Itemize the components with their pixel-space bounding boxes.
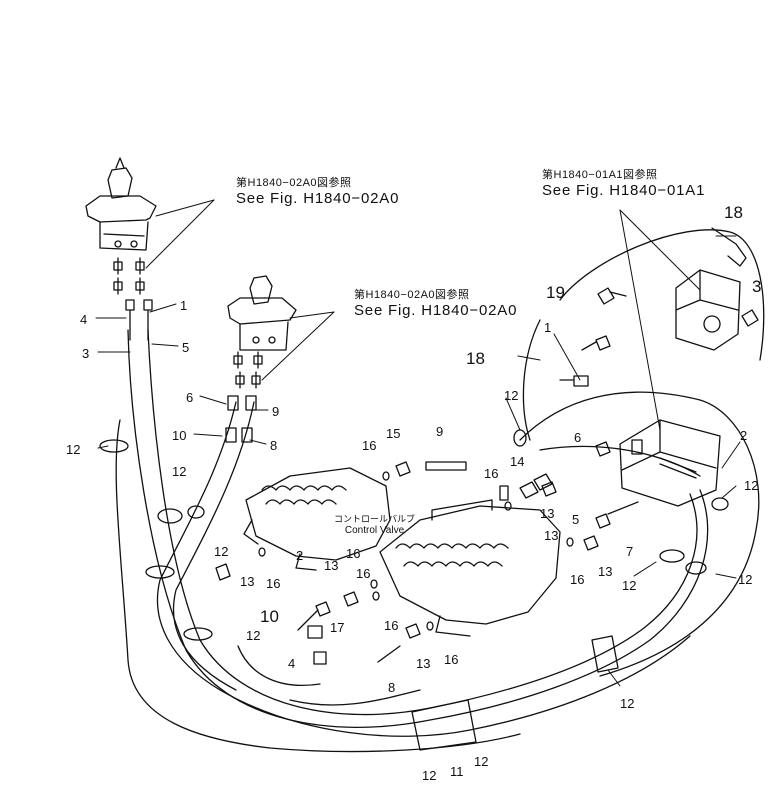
fittings-small — [125, 227, 759, 665]
part-number: 13 — [540, 506, 554, 521]
reference-callout-top-left: 第H1840−02A0図参照 See Fig. H1840−02A0 — [236, 174, 399, 207]
pilot-valve-middle — [227, 275, 297, 351]
part-number: 16 — [362, 438, 376, 453]
fittings-top-left — [113, 257, 145, 295]
part-number: 18 — [466, 349, 485, 368]
valve-block-right — [619, 419, 721, 507]
fittings-middle — [233, 351, 263, 389]
part-number: 3 — [752, 277, 761, 296]
part-number: 2 — [296, 548, 303, 563]
part-number: 4 — [288, 656, 295, 671]
part-number: 17 — [330, 620, 344, 635]
part-number: 1 — [544, 320, 551, 335]
hose-bundle — [115, 229, 765, 753]
part-number: 8 — [388, 680, 395, 695]
part-number: 13 — [240, 574, 254, 589]
part-number: 12 — [66, 442, 80, 457]
control-valve-label: コントロールバルブ Control Valve — [334, 512, 415, 536]
part-number: 3 — [82, 346, 89, 361]
part-number: 18 — [724, 203, 743, 222]
control-valve-label-en: Control Valve — [344, 525, 405, 536]
reference-callout-en: See Fig. H1840−01A1 — [542, 182, 706, 199]
part-number: 2 — [740, 428, 747, 443]
part-number: 16 — [484, 466, 498, 481]
part-number: 15 — [386, 426, 400, 441]
part-number: 12 — [172, 464, 186, 479]
part-number: 6 — [186, 390, 193, 405]
reference-callout-top-right: 第H1840−01A1図参照 See Fig. H1840−01A1 — [542, 166, 705, 199]
part-number: 16 — [266, 576, 280, 591]
part-number: 12 — [738, 572, 752, 587]
part-number: 13 — [324, 558, 338, 573]
part-number: 4 — [80, 312, 87, 327]
part-number: 11 — [450, 764, 464, 779]
hose-clamps — [99, 429, 729, 751]
part-number: 5 — [182, 340, 189, 355]
reference-callout-jp: 第H1840−02A0図参照 — [354, 289, 470, 301]
control-valve-left — [243, 467, 391, 571]
part-number: 16 — [384, 618, 398, 633]
leader-lines — [95, 199, 741, 687]
reference-callout-en: See Fig. H1840−02A0 — [236, 190, 400, 207]
part-number: 16 — [444, 652, 458, 667]
part-number: 12 — [622, 578, 636, 593]
control-valve-right — [379, 499, 561, 637]
part-number: 12 — [474, 754, 488, 769]
part-number-labels: 1 4 3 5 6 9 10 8 12 12 12 12 15 16 9 16 … — [66, 203, 761, 783]
part-number: 10 — [172, 428, 186, 443]
part-number: 9 — [436, 424, 443, 439]
control-valve-label-jp: コントロールバルブ — [334, 514, 416, 524]
part-number: 5 — [572, 512, 579, 527]
reference-callout-jp: 第H1840−01A1図参照 — [542, 169, 658, 181]
reference-callout-jp: 第H1840−02A0図参照 — [236, 177, 352, 189]
part-number: 16 — [356, 566, 370, 581]
o-rings — [258, 471, 574, 631]
part-number: 16 — [570, 572, 584, 587]
part-number: 6 — [574, 430, 581, 445]
pilot-valve-top-left — [85, 157, 157, 251]
part-number: 12 — [246, 628, 260, 643]
part-number: 8 — [270, 438, 277, 453]
part-number: 10 — [260, 607, 279, 626]
part-number: 13 — [598, 564, 612, 579]
part-number: 19 — [546, 283, 565, 302]
reference-callout-en: See Fig. H1840−02A0 — [354, 302, 518, 319]
part-number: 9 — [272, 404, 279, 419]
part-number: 7 — [626, 544, 633, 559]
reference-callout-middle: 第H1840−02A0図参照 See Fig. H1840−02A0 — [354, 286, 517, 319]
part-number: 12 — [744, 478, 758, 493]
solenoid-valve-block — [675, 269, 741, 351]
part-number: 12 — [620, 696, 634, 711]
part-number: 13 — [416, 656, 430, 671]
part-number: 1 — [180, 298, 187, 313]
part-number: 12 — [214, 544, 228, 559]
part-number: 12 — [504, 388, 518, 403]
part-number: 12 — [422, 768, 436, 782]
part-number: 14 — [510, 454, 524, 469]
part-number: 13 — [544, 528, 558, 543]
part-number: 16 — [346, 546, 360, 561]
